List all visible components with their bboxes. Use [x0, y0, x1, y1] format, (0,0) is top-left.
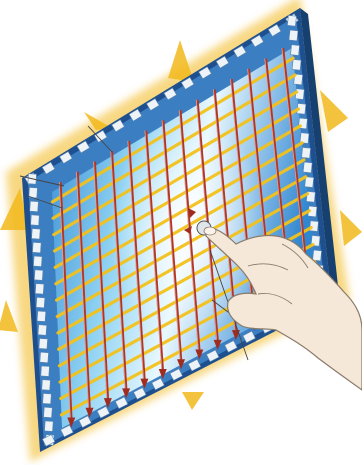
- frame-cell: [34, 270, 43, 281]
- frame-cell: [295, 89, 304, 100]
- frame-cell: [43, 393, 52, 404]
- frame-cell: [44, 421, 53, 432]
- frame-cell: [42, 380, 51, 391]
- glow-ray: [340, 210, 362, 246]
- frame-cell: [302, 147, 311, 158]
- glow-ray: [182, 392, 204, 410]
- frame-cell: [292, 59, 301, 70]
- fingertip: [204, 227, 216, 235]
- frame-cell: [37, 311, 46, 322]
- frame-cell: [32, 229, 41, 240]
- frame-cell: [36, 297, 45, 308]
- frame-cell: [291, 45, 300, 56]
- frame-cell: [31, 215, 40, 226]
- glow-ray: [0, 300, 18, 332]
- frame-cell: [303, 162, 312, 173]
- frame-cell: [30, 201, 39, 212]
- frame-cell: [313, 250, 322, 261]
- frame-cell: [289, 30, 298, 41]
- frame-cell: [287, 15, 296, 26]
- frame-cell: [40, 352, 49, 363]
- glow-ray: [320, 90, 348, 132]
- frame-cell: [39, 338, 48, 349]
- frame-cell: [33, 256, 42, 267]
- frame-cell: [38, 325, 47, 336]
- frame-cell: [35, 284, 44, 295]
- frame-cell: [44, 407, 53, 418]
- frame-cell: [32, 242, 41, 253]
- frame-cell: [41, 366, 50, 377]
